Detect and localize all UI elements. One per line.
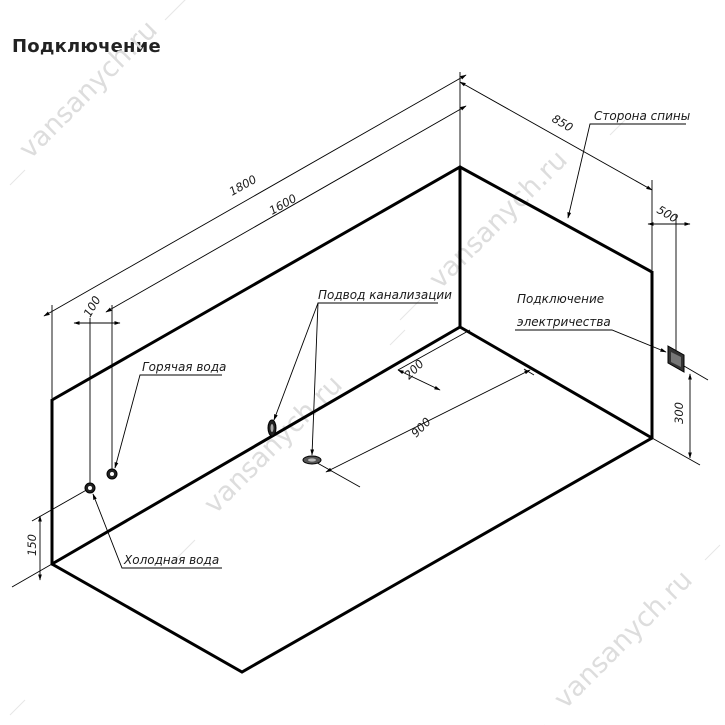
- dim-line-900: [325, 369, 531, 473]
- leader-cold-water: [92, 493, 222, 569]
- extension-lines: [11, 72, 709, 588]
- dim-300: 300: [672, 402, 686, 424]
- leader-sewage-overflow: [273, 302, 319, 421]
- label-cold-water: Холодная вода: [123, 553, 219, 567]
- dimension-lines: [38, 74, 692, 581]
- leader-lines: [92, 123, 686, 569]
- hot-water-inlet-icon: [106, 468, 118, 480]
- label-back-side: Сторона спины: [594, 109, 690, 123]
- label-electric-line1: Подключение: [517, 292, 604, 306]
- dim-line-1600: [105, 105, 467, 313]
- watermark-3: vansanych.ru: [198, 369, 349, 520]
- callout-labels: Сторона спины Подвод канализации Подключ…: [123, 109, 690, 567]
- connection-points: [84, 345, 685, 494]
- dim-850: 850: [550, 111, 576, 134]
- label-hot-water: Горячая вода: [142, 360, 226, 374]
- leader-back-side: [567, 123, 686, 219]
- watermark-1: vansanych.ru: [13, 14, 164, 165]
- drain-outlet-icon: [302, 455, 322, 465]
- dim-1800: 1800: [227, 172, 259, 199]
- watermark-2: vansanych.ru: [423, 144, 574, 295]
- leader-electric: [515, 329, 667, 353]
- dim-100: 100: [80, 293, 103, 319]
- electric-socket-icon: [667, 345, 685, 373]
- label-sewage: Подвод канализации: [318, 288, 452, 302]
- dim-150: 150: [25, 534, 39, 556]
- leader-hot-water: [114, 374, 222, 469]
- bathtub-outline: [50, 165, 654, 674]
- page-title: Подключение: [12, 36, 161, 57]
- dim-500: 500: [655, 202, 681, 225]
- dim-line-850: [459, 81, 653, 191]
- watermark-4: vansanych.ru: [548, 564, 699, 715]
- dimension-values: 1800 1600 100 850 500 200 900 300 150: [25, 111, 686, 556]
- label-electric-line2: электричества: [517, 315, 611, 329]
- cold-water-inlet-icon: [84, 482, 96, 494]
- dim-line-1800: [43, 74, 467, 317]
- dim-900: 900: [408, 415, 433, 440]
- dim-1600: 1600: [267, 191, 299, 218]
- overflow-outlet-icon: [267, 419, 277, 437]
